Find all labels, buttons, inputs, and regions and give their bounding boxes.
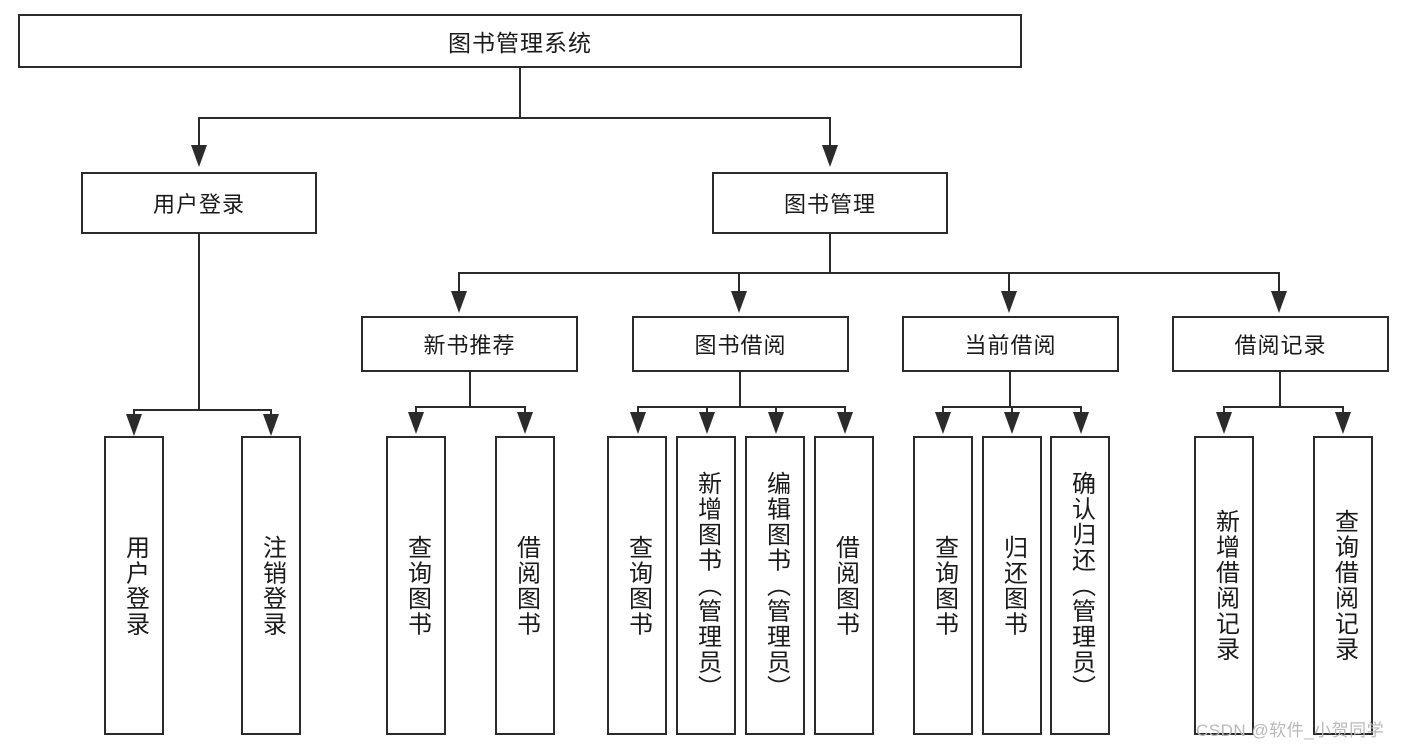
edge-book-borrow-bar xyxy=(637,406,845,408)
node-label: 图书管理系统 xyxy=(448,30,592,56)
edge-book-manage-stem xyxy=(829,234,831,273)
arrow-to-leaf-user-login xyxy=(126,414,142,436)
leaf-add-book-admin[interactable]: 新增图书（管理员） xyxy=(676,436,736,735)
arrow-to-leaf-add-book xyxy=(699,412,715,434)
node-borrow-record[interactable]: 借阅记录 xyxy=(1172,316,1389,372)
node-label: 图书管理 xyxy=(783,192,876,217)
edge-user-login-bar xyxy=(133,409,271,411)
edge-level3-drop-3 xyxy=(1008,272,1010,294)
edge-new-book-bar xyxy=(415,406,525,408)
node-label: 借阅图书 xyxy=(512,534,540,637)
node-root-system[interactable]: 图书管理系统 xyxy=(18,14,1022,68)
node-label: 新增借阅记录 xyxy=(1211,509,1239,662)
arrow-to-borrow-record xyxy=(1271,291,1287,313)
node-label: 查询图书 xyxy=(930,534,958,637)
node-book-management[interactable]: 图书管理 xyxy=(712,172,948,234)
arrow-to-leaf-query-book-2 xyxy=(630,412,646,434)
edge-level3-bar xyxy=(458,272,1280,274)
node-label: 新书推荐 xyxy=(423,333,516,358)
arrow-to-leaf-query-book-3 xyxy=(935,412,951,434)
leaf-add-borrow-record[interactable]: 新增借阅记录 xyxy=(1194,436,1254,735)
watermark-text: CSDN @软件_小贺同学 xyxy=(1196,721,1385,740)
node-label: 确认归还（管理员） xyxy=(1067,470,1095,701)
leaf-user-login[interactable]: 用户登录 xyxy=(104,436,164,735)
arrow-to-leaf-query-record xyxy=(1335,412,1351,434)
arrow-to-new-book xyxy=(451,291,467,313)
leaf-borrow-book-borrow[interactable]: 借阅图书 xyxy=(814,436,874,735)
leaf-query-book-borrow[interactable]: 查询图书 xyxy=(607,436,667,735)
edge-level2-drop-2 xyxy=(829,117,831,147)
arrow-to-leaf-query-book-1 xyxy=(408,412,424,434)
node-current-borrow[interactable]: 当前借阅 xyxy=(902,316,1119,372)
arrow-to-leaf-borrow-book-1 xyxy=(517,412,533,434)
leaf-borrow-book-recommend[interactable]: 借阅图书 xyxy=(495,436,555,735)
edge-level3-drop-4 xyxy=(1278,272,1280,294)
node-label: 用户登录 xyxy=(152,192,245,217)
node-label: 借阅记录 xyxy=(1234,333,1327,358)
arrow-to-leaf-edit-book xyxy=(768,412,784,434)
edge-level3-drop-1 xyxy=(458,272,460,294)
arrow-to-leaf-confirm-return xyxy=(1073,412,1089,434)
edge-level2-drop-1 xyxy=(198,117,200,147)
node-label: 归还图书 xyxy=(999,534,1027,637)
arrow-to-leaf-borrow-book-2 xyxy=(837,412,853,434)
node-label: 新增图书（管理员） xyxy=(693,470,721,701)
arrow-to-current-borrow xyxy=(1001,291,1017,313)
edge-user-login-stem xyxy=(198,234,200,411)
leaf-query-borrow-record[interactable]: 查询借阅记录 xyxy=(1313,436,1373,735)
leaf-query-book-current[interactable]: 查询图书 xyxy=(913,436,973,735)
edge-book-borrow-stem xyxy=(739,372,741,407)
leaf-query-book-recommend[interactable]: 查询图书 xyxy=(386,436,446,735)
node-label: 用户登录 xyxy=(121,534,149,637)
arrow-to-leaf-logout xyxy=(263,414,279,436)
node-label: 查询图书 xyxy=(624,534,652,637)
node-label: 查询图书 xyxy=(403,534,431,637)
node-label: 当前借阅 xyxy=(964,333,1057,358)
leaf-confirm-return-admin[interactable]: 确认归还（管理员） xyxy=(1050,436,1110,735)
edge-level3-drop-2 xyxy=(738,272,740,294)
node-label: 编辑图书（管理员） xyxy=(762,470,790,701)
leaf-logout[interactable]: 注销登录 xyxy=(241,436,301,735)
edge-new-book-stem xyxy=(469,372,471,407)
node-user-login[interactable]: 用户登录 xyxy=(81,172,317,234)
arrow-to-leaf-return-book xyxy=(1004,412,1020,434)
edge-borrow-record-stem xyxy=(1279,372,1281,407)
node-label: 查询借阅记录 xyxy=(1330,509,1358,662)
node-label: 借阅图书 xyxy=(831,534,859,637)
arrow-to-leaf-add-record xyxy=(1216,412,1232,434)
leaf-return-book[interactable]: 归还图书 xyxy=(982,436,1042,735)
arrow-to-user-login xyxy=(191,145,207,167)
leaf-edit-book-admin[interactable]: 编辑图书（管理员） xyxy=(745,436,805,735)
edge-borrow-record-bar xyxy=(1223,406,1343,408)
node-book-borrow[interactable]: 图书借阅 xyxy=(632,316,849,372)
node-new-book-recommend[interactable]: 新书推荐 xyxy=(361,316,578,372)
edge-level2-bar xyxy=(198,117,831,119)
node-label: 注销登录 xyxy=(258,534,286,637)
arrow-to-book-borrow xyxy=(731,291,747,313)
edge-current-borrow-stem xyxy=(1009,372,1011,407)
node-label: 图书借阅 xyxy=(694,333,787,358)
edge-root-stem xyxy=(519,68,521,118)
arrow-to-book-manage xyxy=(822,145,838,167)
